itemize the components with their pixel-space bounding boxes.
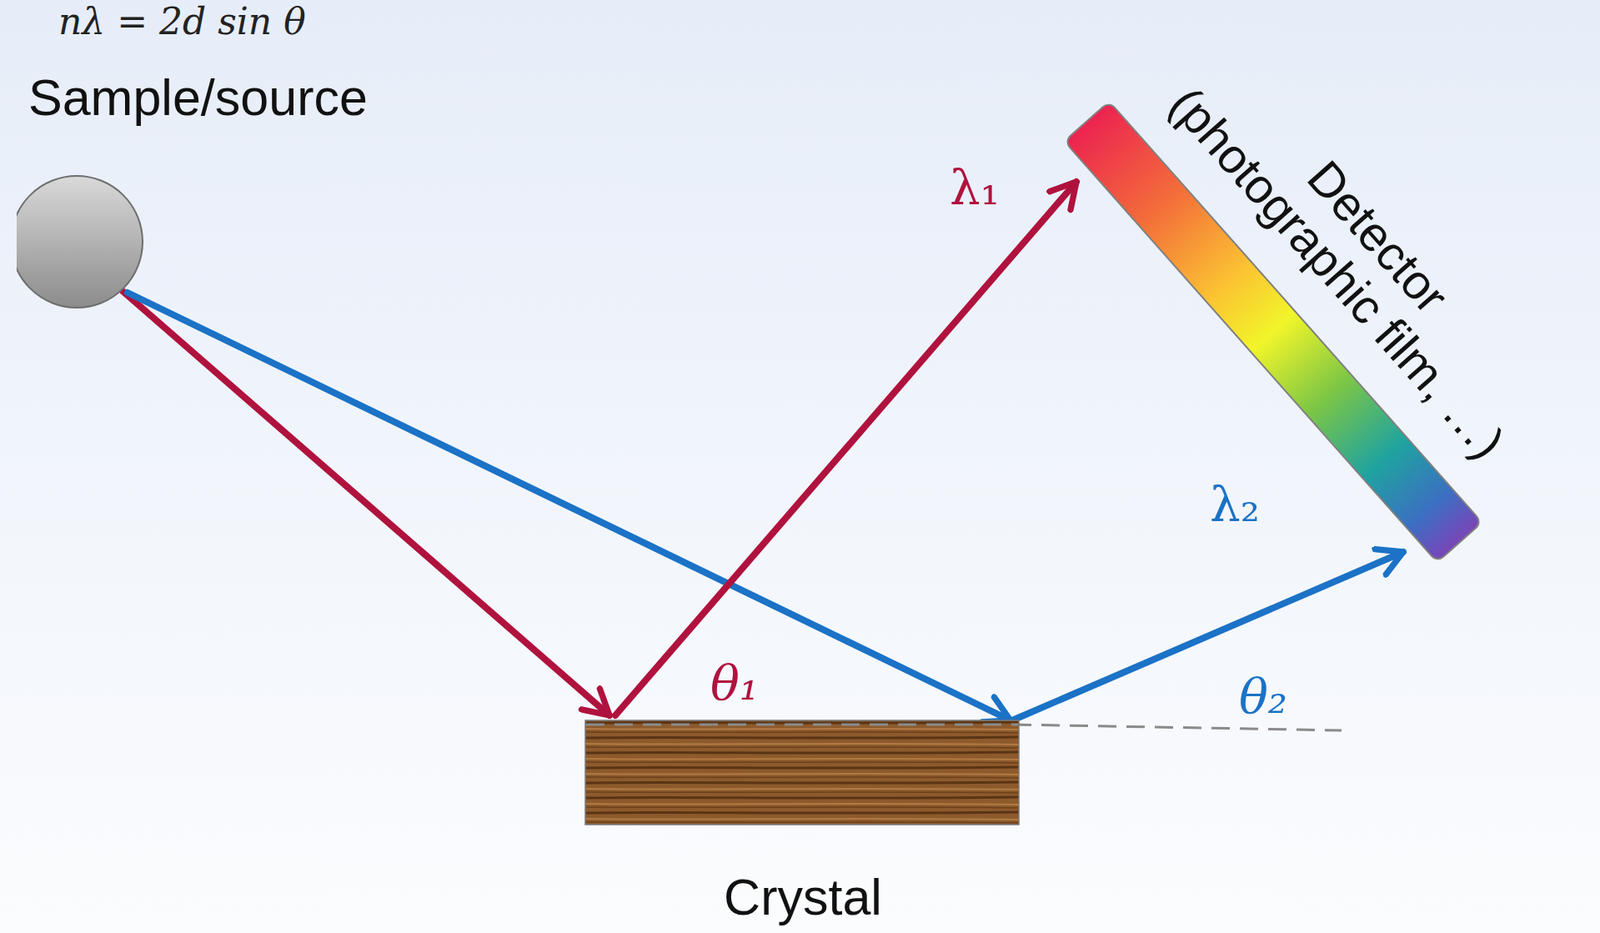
node-label: Sample/source bbox=[28, 70, 368, 126]
surface-line bbox=[586, 723, 1019, 727]
angle-label: θ₂ bbox=[1238, 670, 1288, 724]
node-label: Crystal bbox=[723, 869, 883, 926]
formula-label: nλ = 2d sin θ bbox=[58, 1, 306, 42]
ray-arrow bbox=[1012, 551, 1404, 721]
source-node: Sample/source bbox=[16, 66, 384, 311]
ray-arrow bbox=[122, 290, 610, 716]
detector-node: Detector (photographic film, …) bbox=[1050, 50, 1585, 584]
source-circle bbox=[16, 175, 143, 308]
ray-arrow bbox=[127, 292, 1011, 721]
crystal-node: Crystal bbox=[584, 719, 1020, 928]
wavelength-label: λ₁ bbox=[949, 161, 1000, 216]
crystal-figure bbox=[584, 719, 1020, 828]
crystal-block bbox=[585, 720, 1019, 825]
surface-line bbox=[1013, 724, 1342, 731]
wavelength-label: λ₂ bbox=[1209, 478, 1260, 532]
angle-label: θ₁ bbox=[710, 657, 759, 711]
ray-arrow bbox=[615, 181, 1077, 716]
